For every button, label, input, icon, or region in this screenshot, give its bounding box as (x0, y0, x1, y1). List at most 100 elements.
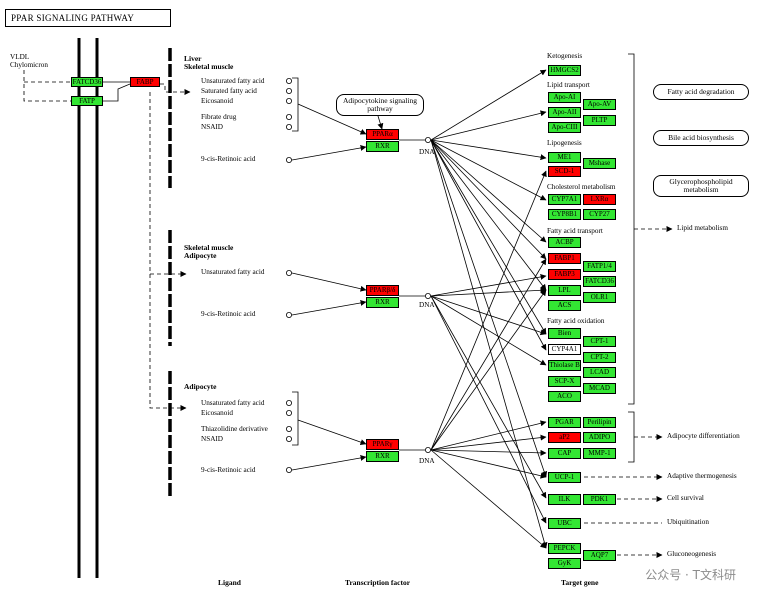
adipocytokine-pathway-link[interactable]: Adipocytokine signaling pathway (336, 94, 424, 116)
category-fatty-acid-transport: Fatty acid transport (547, 227, 603, 235)
gene-fabp1[interactable]: FABP1 (548, 253, 581, 264)
dna-node-1 (424, 136, 431, 143)
connector-15 (377, 115, 384, 130)
gene-pepck[interactable]: PEPCK (548, 543, 581, 554)
gene-mshase[interactable]: Mshase (583, 158, 616, 169)
connector-14 (291, 454, 367, 471)
ligand-node-10 (285, 425, 292, 432)
gene-lcad[interactable]: LCAD (583, 367, 616, 378)
gene-fatp1-4[interactable]: FATP1/4 (583, 261, 616, 272)
gene-ilk[interactable]: ILK (548, 494, 581, 505)
gene-acs[interactable]: ACS (548, 300, 581, 311)
gene-fatcd36-membrane[interactable]: FATCD36 (71, 77, 103, 87)
dna-node-2 (424, 292, 431, 299)
gene-bien[interactable]: Bien (548, 328, 581, 339)
gene-aco[interactable]: ACO (548, 391, 581, 402)
gene-perilipin[interactable]: Perilipin (583, 417, 616, 428)
gene-ppar-gamma[interactable]: PPARγ (366, 439, 399, 450)
gene-adipo[interactable]: ADIPO (583, 432, 616, 443)
gene-cap[interactable]: CAP (548, 448, 581, 459)
gene-aqp7[interactable]: AQP7 (583, 550, 616, 561)
gene-pdk1[interactable]: PDK1 (583, 494, 616, 505)
gene-rxr-1[interactable]: RXR (366, 141, 399, 152)
gene-cpt-1[interactable]: CPT-1 (583, 336, 616, 347)
gene-thiolase-b[interactable]: Thiolase B (548, 360, 581, 371)
gene-cyp4a1[interactable]: CYP4A1 (548, 344, 581, 355)
gene-mmp-1[interactable]: MMP-1 (583, 448, 616, 459)
connector-46 (628, 411, 635, 463)
gene-fatp-membrane[interactable]: FATP (71, 96, 103, 106)
gene-apo-ai[interactable]: Apo-AI (548, 92, 581, 103)
s1-ligand-eicosanoid: Eicosanoid (201, 97, 233, 105)
gene-acbp[interactable]: ACBP (548, 237, 581, 248)
gene-cyp7a1[interactable]: CYP7A1 (548, 194, 581, 205)
gene-apo-av[interactable]: Apo-AV (583, 99, 616, 110)
gene-ubc[interactable]: UBC (548, 518, 581, 529)
section1-tissue-liver: Liver (184, 54, 202, 63)
bile-acid-biosynthesis-link[interactable]: Bile acid biosynthesis (653, 130, 749, 146)
gene-lpl[interactable]: LPL (548, 285, 581, 296)
ligand-node-8 (285, 399, 292, 406)
gene-ap2[interactable]: aP2 (548, 432, 581, 443)
gene-ppar-alpha[interactable]: PPARα (366, 129, 399, 140)
dna-label-3: DNA (419, 457, 435, 465)
s2-ligand-unsat: Unsaturated fatty acid (201, 268, 265, 276)
gene-hmgcs2[interactable]: HMGCS2 (548, 65, 581, 76)
category-fatty-acid-oxidation: Fatty acid oxidation (547, 317, 605, 325)
connector-25 (430, 139, 547, 291)
gene-cyp27[interactable]: CYP27 (583, 209, 616, 220)
glycerophospholipid-link[interactable]: Glycerophospholipid metabolism (653, 175, 749, 197)
gene-ucp-1[interactable]: UCP-1 (548, 472, 581, 483)
gene-rxr-3[interactable]: RXR (366, 451, 399, 462)
connector-24 (430, 139, 547, 260)
section2-tissue-adipocyte: Adipocyte (184, 251, 217, 260)
gene-scp-x[interactable]: SCP-X (548, 376, 581, 387)
gene-apo-aii[interactable]: Apo-AII (548, 107, 581, 118)
category-lipid-transport: Lipid transport (547, 81, 590, 89)
lipid-metabolism-label: Lipid metabolism (677, 224, 728, 232)
connector-37 (430, 258, 547, 451)
category-cholesterol-metabolism: Cholesterol metabolism (547, 183, 616, 191)
gene-apo-ciii[interactable]: Apo-CIII (548, 122, 581, 133)
s1-retinoic: 9-cis-Retinoic acid (201, 155, 256, 163)
vldl-label: VLDL (10, 53, 30, 61)
gene-pltp[interactable]: PLTP (583, 115, 616, 126)
gene-cyp8b1[interactable]: CYP8B1 (548, 209, 581, 220)
connector-11 (291, 272, 367, 292)
connector-36 (430, 170, 547, 451)
s1-ligand-nsaid: NSAID (201, 123, 223, 131)
gene-me1[interactable]: ME1 (548, 152, 581, 163)
connector-13 (297, 419, 367, 445)
category-lipogenesis: Lipogenesis (547, 139, 582, 147)
gene-scd-1[interactable]: SCD-1 (548, 166, 581, 177)
ligand-node-9 (285, 409, 292, 416)
cell-survival-label: Cell survival (667, 494, 704, 502)
connector-43 (430, 449, 547, 549)
chylomicron-label: Chylomicron (10, 61, 48, 69)
gene-pgar[interactable]: PGAR (548, 417, 581, 428)
connector-28 (430, 139, 548, 478)
connector-21 (430, 139, 547, 161)
fatty-acid-degradation-link[interactable]: Fatty acid degradation (653, 84, 749, 100)
gene-fabp[interactable]: FABP (130, 77, 160, 87)
gene-gyk[interactable]: GyK (548, 558, 581, 569)
gene-ppar-beta-delta[interactable]: PPARβ/δ (366, 285, 399, 296)
section1-tissue-muscle: Skeletal muscle (184, 62, 234, 71)
connector-32 (430, 295, 547, 336)
gene-olr1[interactable]: OLR1 (583, 292, 616, 303)
connector-23 (430, 139, 547, 243)
connector-42 (430, 449, 547, 479)
gene-fabp3[interactable]: FABP3 (548, 269, 581, 280)
category-ketogenesis: Ketogenesis (547, 52, 583, 60)
gene-cpt-2[interactable]: CPT-2 (583, 352, 616, 363)
s1-ligand-sat: Saturated fatty acid (201, 87, 257, 95)
ligand-node-3 (285, 114, 292, 121)
gene-lxr-alpha[interactable]: LXRα (583, 194, 616, 205)
connector-12 (291, 299, 367, 316)
s2-retinoic: 9-cis-Retinoic acid (201, 310, 256, 318)
column-title-transcription-factor: Transcription factor (345, 578, 411, 587)
gene-fatcd36[interactable]: FATCD36 (583, 276, 616, 287)
dna-label-2: DNA (419, 301, 435, 309)
gene-mcad[interactable]: MCAD (583, 383, 616, 394)
gene-rxr-2[interactable]: RXR (366, 297, 399, 308)
